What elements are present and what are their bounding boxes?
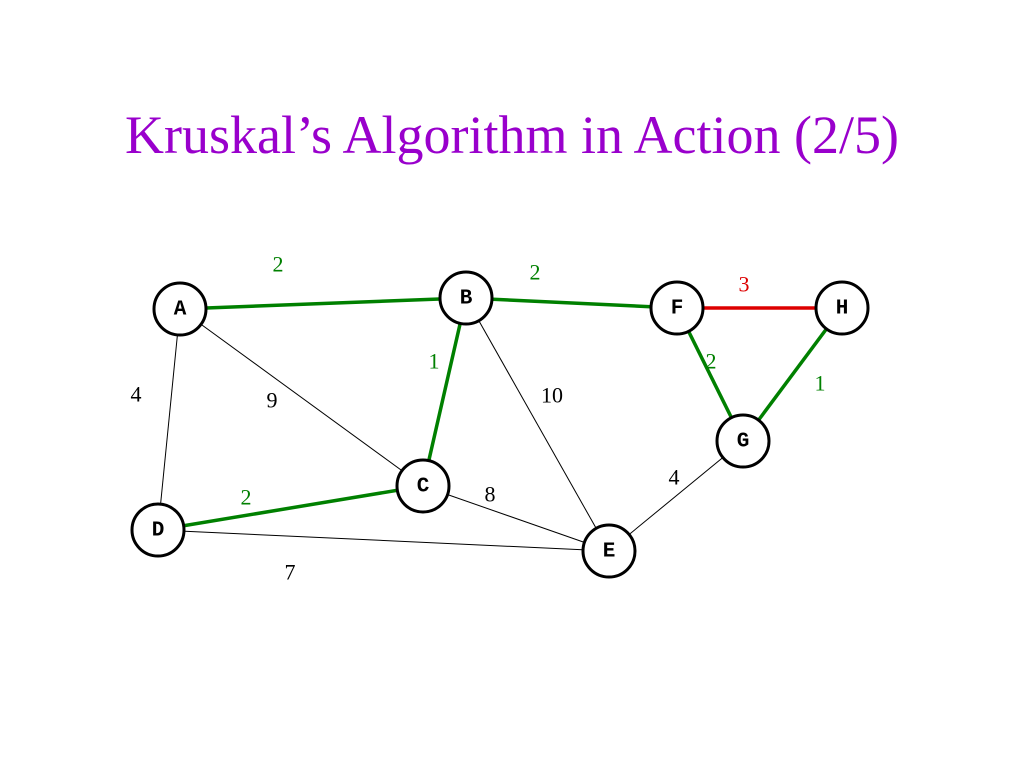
edge-weight-f-g: 2 <box>706 349 717 374</box>
node-label: A <box>174 299 187 322</box>
nodes-layer: A B C D E F G H <box>130 270 870 579</box>
edge-weight-b-f: 2 <box>530 260 541 285</box>
node-label: D <box>152 520 165 543</box>
node-d: D <box>130 502 186 558</box>
slide-title: Kruskal’s Algorithm in Action (2/5) <box>125 105 899 165</box>
edge-b-e <box>465 297 610 552</box>
node-e: E <box>581 523 637 579</box>
node-circle <box>438 270 494 326</box>
node-circle <box>130 502 186 558</box>
node-c: C <box>395 458 451 514</box>
node-circle <box>649 280 705 336</box>
edge-weight-a-d: 4 <box>131 382 142 407</box>
node-circle <box>152 281 208 337</box>
node-label: C <box>417 476 430 499</box>
edge-weight-h-g: 1 <box>815 371 826 396</box>
edge-c-e <box>422 485 610 552</box>
node-a: A <box>152 281 208 337</box>
node-circle <box>581 523 637 579</box>
edge-a-b <box>179 296 467 311</box>
node-f: F <box>649 280 705 336</box>
edge-weight-a-b: 2 <box>273 252 284 277</box>
edge-weight-g-e: 4 <box>669 465 680 490</box>
node-label: H <box>836 298 849 321</box>
edge-weight-d-e: 7 <box>285 560 296 585</box>
node-g: G <box>715 413 771 469</box>
edge-a-d <box>157 308 181 531</box>
node-label: G <box>737 431 750 454</box>
node-circle <box>395 458 451 514</box>
edge-d-c <box>157 484 424 532</box>
edge-h-g <box>741 306 844 443</box>
edge-a-c <box>179 308 424 487</box>
node-h: H <box>814 280 870 336</box>
node-circle <box>715 413 771 469</box>
node-label: E <box>603 541 616 564</box>
edge-weight-c-e: 8 <box>485 482 496 507</box>
weights-layer: 2 2 3 1 2 1 2 4 9 10 8 4 7 <box>131 252 826 585</box>
edge-b-f <box>465 296 678 310</box>
edge-weight-a-c: 9 <box>267 388 278 413</box>
edge-weight-f-h: 3 <box>739 272 750 297</box>
edge-g-e <box>608 440 744 552</box>
edge-weight-b-c: 1 <box>429 349 440 374</box>
node-b: B <box>438 270 494 326</box>
node-circle <box>814 280 870 336</box>
edge-b-c <box>421 297 468 487</box>
edge-weight-d-c: 2 <box>241 485 252 510</box>
edge-d-e <box>157 529 610 552</box>
node-label: F <box>671 298 684 321</box>
node-label: B <box>460 288 473 311</box>
edge-weight-b-e: 10 <box>541 383 563 408</box>
